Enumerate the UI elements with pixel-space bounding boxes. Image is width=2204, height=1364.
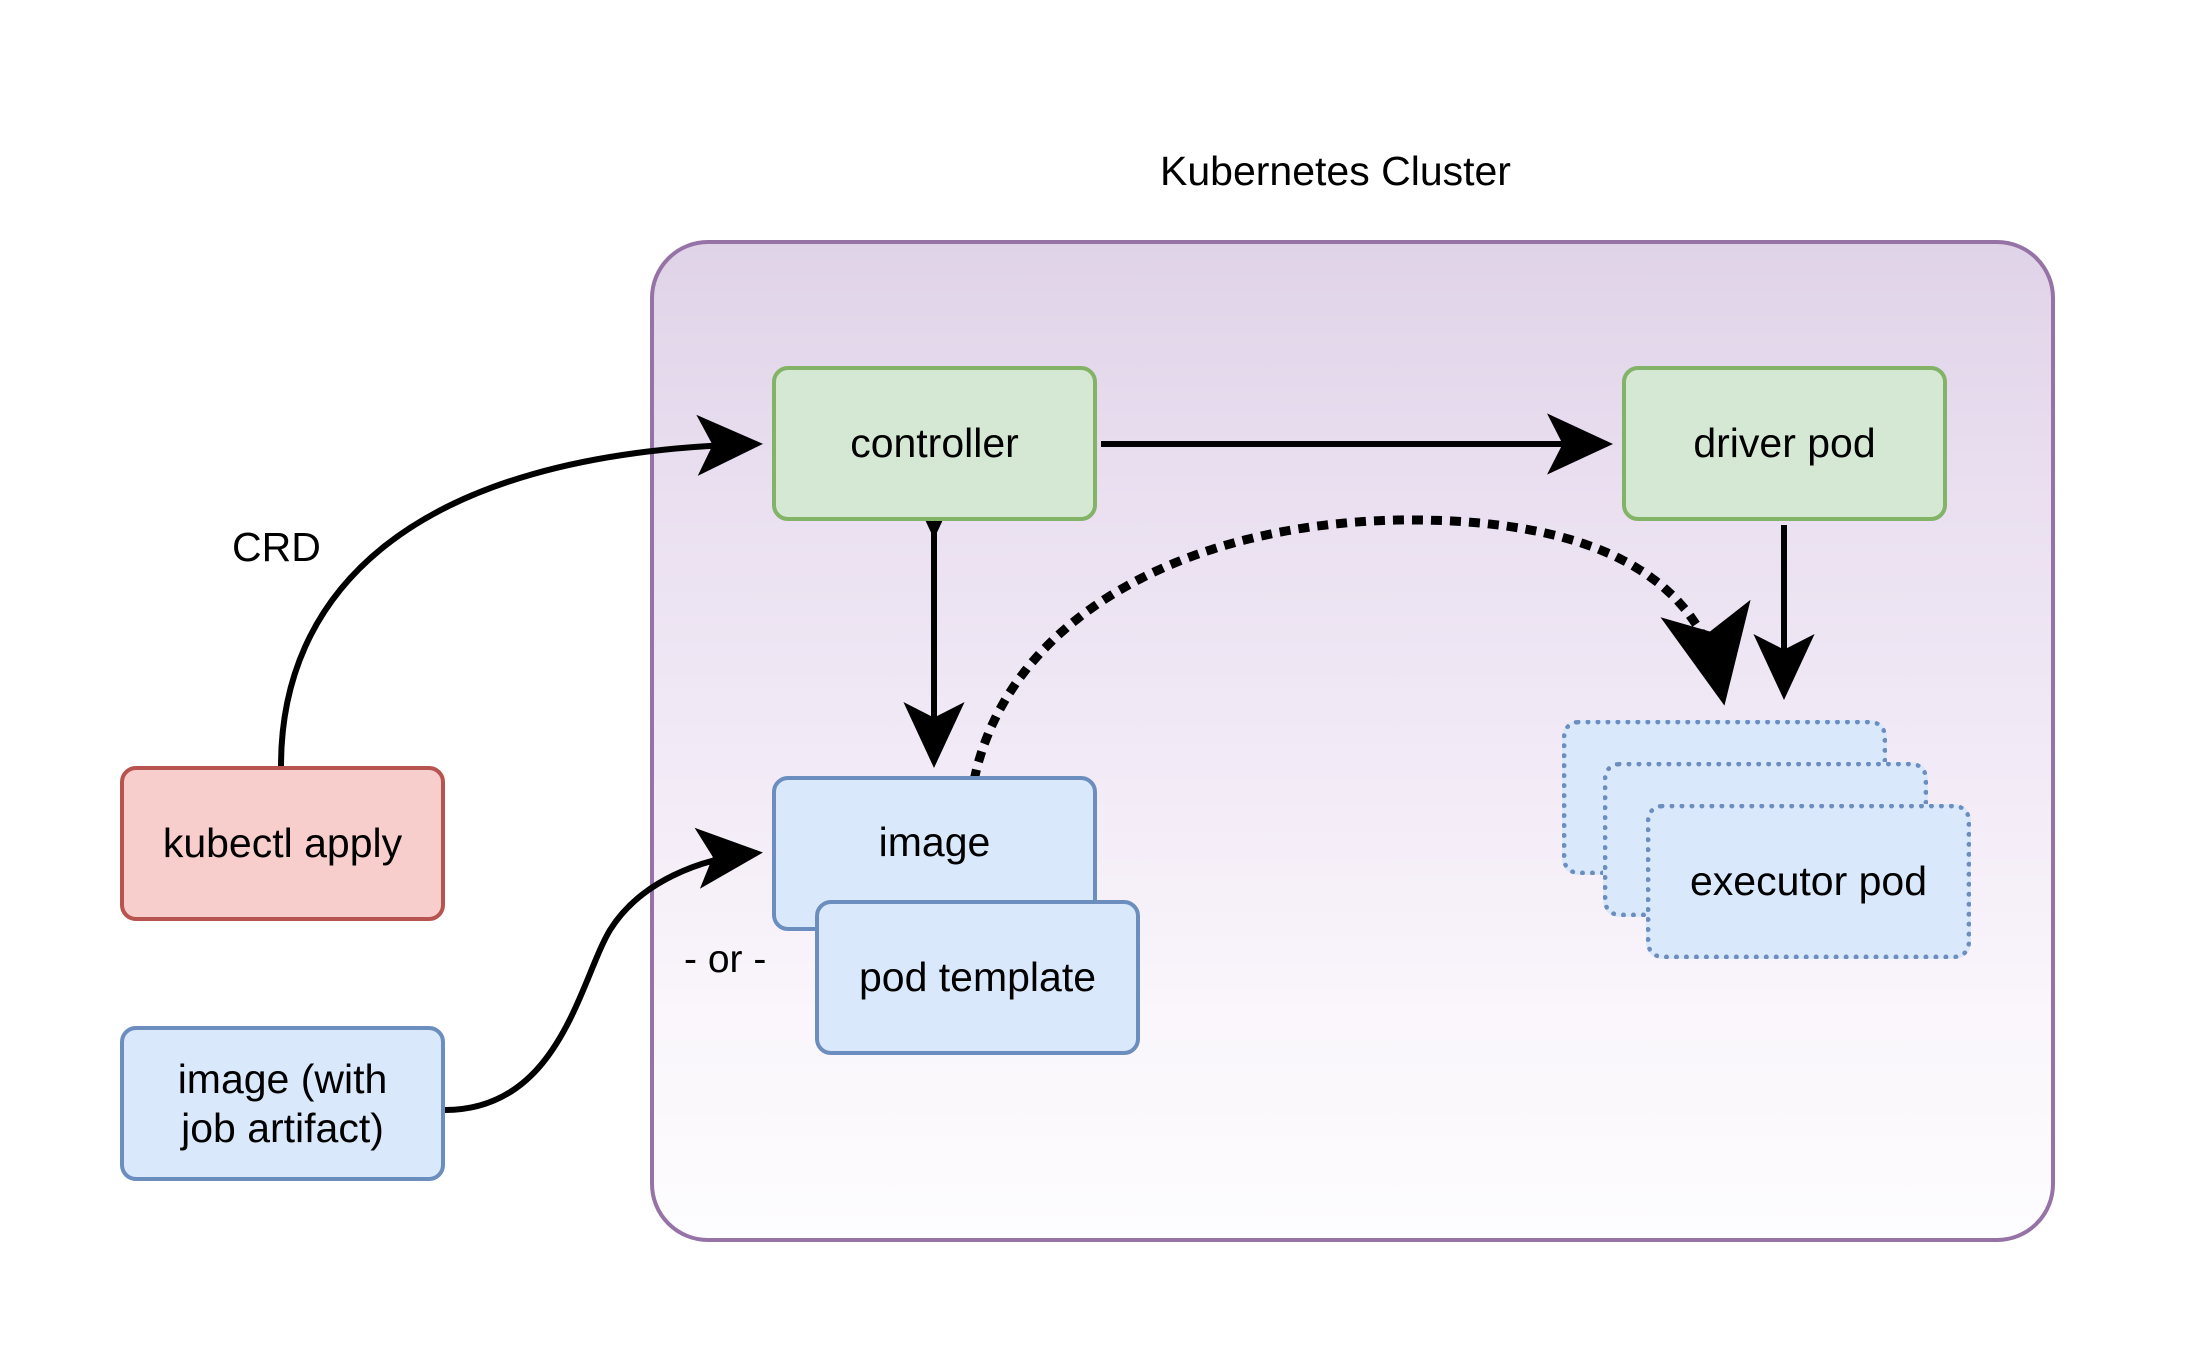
node-pod-template[interactable]: pod template (815, 900, 1140, 1055)
node-executor-pod-front[interactable]: executor pod (1646, 804, 1971, 959)
node-controller[interactable]: controller (772, 366, 1097, 521)
node-driver-pod[interactable]: driver pod (1622, 366, 1947, 521)
node-kubectl-apply[interactable]: kubectl apply (120, 766, 445, 921)
edge-label-crd: CRD (232, 524, 321, 570)
cluster-title: Kubernetes Cluster (1160, 148, 1511, 194)
edge-label-or: - or - (684, 938, 767, 981)
node-image-with-job-artifact[interactable]: image (with job artifact) (120, 1026, 445, 1181)
